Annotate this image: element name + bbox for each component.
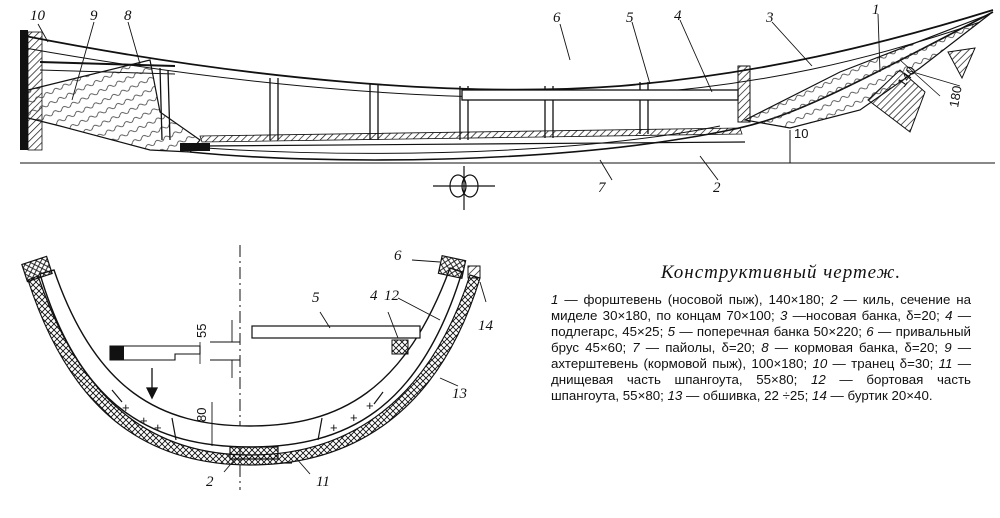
- gunwale-left: [21, 255, 53, 283]
- rubbing-strip-14: [467, 265, 481, 279]
- legend-item-num: 12: [810, 372, 840, 387]
- sec-callout-14: 14: [478, 318, 494, 334]
- side-view: 10 9 8 6 5 4 3 1 7 2 140 180 10: [20, 2, 995, 210]
- legend-item-text: — бортовая часть шпангоута, 55×80;: [551, 372, 971, 403]
- callout-3: 3: [765, 10, 774, 26]
- legend-item-num: 7: [632, 340, 646, 355]
- center-symbol: [433, 166, 495, 210]
- down-arrow: [145, 368, 159, 400]
- gunwale: [24, 9, 994, 91]
- callout-1: 1: [872, 2, 880, 18]
- cross-section: + + + + + +: [21, 245, 494, 490]
- sec-callout-5: 5: [312, 290, 320, 306]
- thwart-5: [461, 89, 739, 101]
- legend-item-num: 9: [944, 340, 958, 355]
- stem-1: [743, 13, 991, 129]
- legend-item-num: 4: [945, 308, 958, 323]
- keel-2: [229, 446, 279, 460]
- callout-2: 2: [713, 180, 721, 196]
- gunwale-right: [437, 254, 467, 280]
- thwart-5-section: [251, 325, 421, 339]
- callout-6: 6: [553, 10, 561, 26]
- legend-item-text: — пайолы, δ=20;: [645, 340, 762, 355]
- legend-item-num: 5: [667, 324, 680, 339]
- sec-callout-6: 6: [394, 248, 402, 264]
- callout-9: 9: [90, 8, 98, 24]
- svg-text:+: +: [122, 400, 130, 415]
- sec-callout-11: 11: [316, 474, 330, 490]
- legend-item-text: — транец δ=30;: [832, 356, 939, 371]
- floorboards-7: [199, 127, 743, 143]
- legend-item-num: 14: [812, 388, 831, 403]
- legend-item-text: — форштевень (носовой пыж), 140×180;: [564, 292, 831, 307]
- sec-callout-2: 2: [206, 474, 214, 490]
- dim-180: 180: [946, 85, 965, 109]
- legend-item-num: 8: [761, 340, 775, 355]
- legend-item-num: 11: [938, 356, 958, 371]
- legend-item-text: — кормовая банка, δ=20;: [774, 340, 945, 355]
- callout-5: 5: [626, 10, 634, 26]
- callout-8: 8: [124, 8, 132, 24]
- stem-section: [867, 69, 926, 133]
- riser-4: [391, 339, 409, 355]
- svg-text:+: +: [366, 398, 374, 413]
- legend-item-text: — ахтерштевень (кормовой пыж), 100×180;: [551, 340, 971, 371]
- legend-item-text: — киль, сечение на миделе 30×180, по кон…: [551, 292, 971, 323]
- legend-item-text: —носовая банка, δ=20;: [792, 308, 946, 323]
- legend-item-text: — днищевая часть шпангоута, 55×80;: [551, 356, 972, 387]
- legend-item-text: — буртик 20×40.: [830, 388, 933, 403]
- dim-55: 55: [194, 324, 209, 338]
- legend-item-num: 3: [780, 308, 793, 323]
- sec-callout-13: 13: [452, 386, 467, 402]
- legend-text: 1 — форштевень (носовой пыж), 140×180; 2…: [551, 292, 971, 404]
- legend-item-num: 13: [667, 388, 687, 403]
- callout-10: 10: [30, 8, 46, 24]
- svg-text:+: +: [350, 410, 358, 425]
- legend-item-text: — поперечная банка 50×220;: [679, 324, 867, 339]
- dim-80: 80: [194, 408, 209, 422]
- legend-item-text: — привальный брус 45×60;: [551, 324, 971, 355]
- svg-text:+: +: [330, 420, 338, 435]
- transom-10: [20, 30, 28, 150]
- callout-7: 7: [598, 180, 607, 196]
- legend-item-num: 2: [830, 292, 844, 307]
- svg-text:+: +: [140, 413, 148, 428]
- sec-callout-4: 4: [370, 288, 378, 304]
- legend-item-num: 10: [812, 356, 833, 371]
- legend-item-text: — подлегарс, 45×25;: [551, 308, 972, 339]
- dim-10: 10: [794, 126, 808, 141]
- callout-4: 4: [674, 8, 682, 24]
- legend: Конструктивный чертеж. 1 — форштевень (н…: [551, 262, 971, 404]
- legend-title: Конструктивный чертеж.: [660, 262, 902, 283]
- legend-item-text: — обшивка, 22 ÷25;: [686, 388, 813, 403]
- legend-item-num: 1: [551, 292, 565, 307]
- bow-seat-3: [737, 65, 751, 123]
- svg-text:+: +: [154, 420, 162, 435]
- legend-item-num: 6: [866, 324, 879, 339]
- sec-callout-12: 12: [384, 288, 400, 304]
